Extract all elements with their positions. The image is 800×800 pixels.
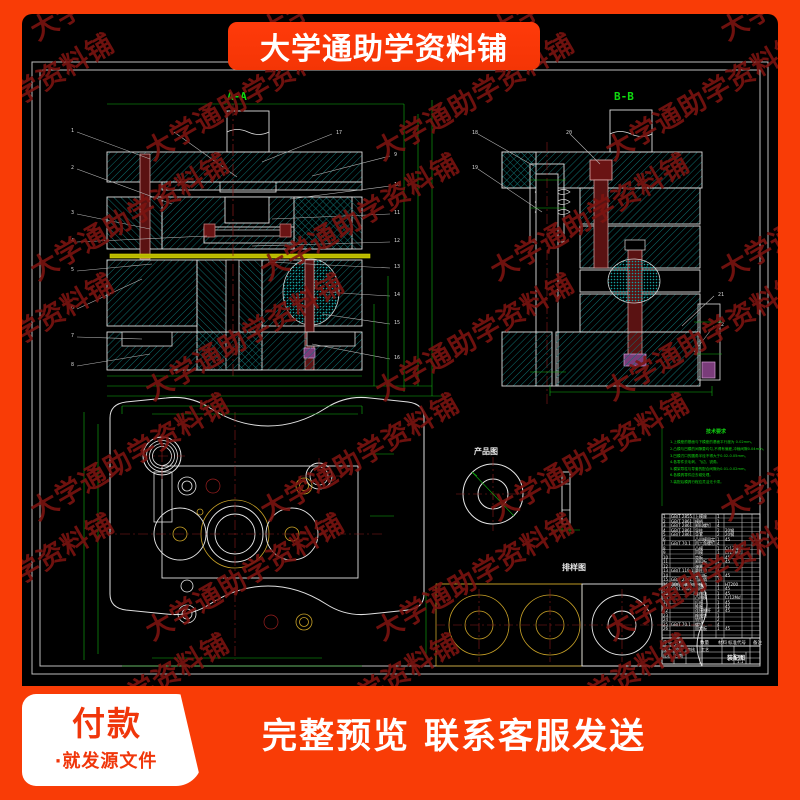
title-block-scale: 1:1 [737,659,744,664]
tech-req-line: 6.各模具零件应去磁处理。 [670,473,713,478]
top-shop-banner: 大学通助学资料铺 [228,22,540,70]
tech-req-line: 4.各零件去毛刺、飞边、锐角。 [670,460,721,465]
pay-badge: 付款 ·就发源文件 [22,694,202,786]
label-section-a-a: A-A [227,90,247,103]
cad-drawing-canvas: A-A B-B 产品图 排样图 技术要求 1.上模座的基面与下模座的基面平行度为… [22,14,778,686]
view-plan [83,397,425,667]
top-banner-text: 大学通助学资料铺 [260,32,508,67]
view-strip-layout [425,583,712,667]
pay-badge-title: 付款 [72,703,142,743]
bom-and-title-block [661,513,761,665]
label-section-b-b: B-B [614,90,634,103]
view-section-a-a [76,100,442,397]
tech-req-line: 3.凹模刃口的圆角半径不得大于0.02-0.05mm。 [670,453,749,458]
pay-badge-subtitle: ·就发源文件 [54,751,158,773]
technical-requirements: 技术要求 1.上模座的基面与下模座的基面平行度为 0.02mm。 2.凸模与凹模… [670,428,766,486]
bottom-promo-banner: 付款 ·就发源文件 完整预览 联系客服发送 [0,686,800,800]
tech-req-line: 5.模架导柱与导套的配合间隙为0.01-0.02mm。 [670,466,749,471]
cad-vector-drawing [31,61,769,675]
tech-req-title: 技术要求 [705,429,726,435]
tech-req-line: 1.上模座的基面与下模座的基面平行度为 0.02mm。 [670,440,755,445]
label-product-drawing: 产品图 [474,447,498,456]
bottom-tagline: 完整预览 联系客服发送 [262,717,647,757]
view-product [456,457,580,534]
view-section-b-b [477,109,722,404]
label-strip-layout: 排样图 [562,563,586,572]
title-block-drawing-name: 装配图 [727,655,746,662]
tech-req-line: 7.装配后模具行程应灵活无卡滞。 [670,480,724,485]
tech-req-line: 2.凸模与凹模的间隙要均匀,不得有偏差,冲裁间隙0.04mm。 [670,446,767,451]
